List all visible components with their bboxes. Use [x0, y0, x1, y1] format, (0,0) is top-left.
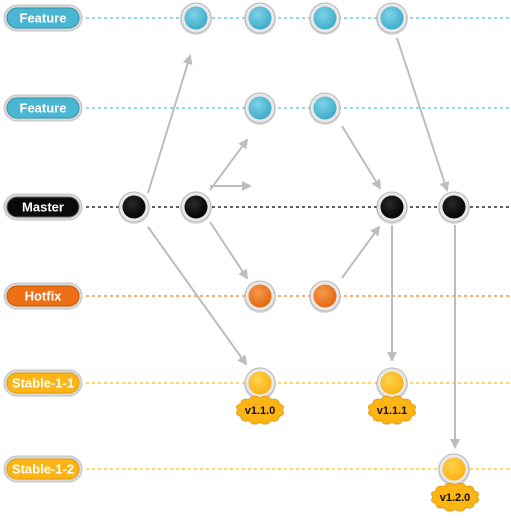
commit-master [438, 191, 470, 224]
merge-arrows [147, 37, 460, 449]
branch-labels: FeatureFeatureMasterHotfixStable-1-1Stab… [3, 4, 83, 483]
branch-label-text: Hotfix [25, 289, 63, 304]
release-tag-label: v1.1.0 [245, 405, 276, 417]
commit-stable-1-1 [376, 367, 408, 400]
merge-arrow [341, 125, 382, 190]
commit-hotfix [309, 280, 341, 313]
commit-feature-b [244, 92, 276, 125]
commit-stable-1-1 [244, 367, 276, 400]
commit-feature-a [244, 2, 276, 35]
branch-label-text: Stable-1-2 [12, 462, 74, 477]
branch-label-master: Master [3, 193, 83, 221]
release-tag-label: v1.2.0 [440, 492, 471, 504]
branch-label-feature-b: Feature [3, 94, 83, 122]
release-tags: v1.1.0 v1.1.1 v1.2.0 [235, 395, 480, 513]
commit-master [118, 191, 150, 224]
merge-arrow [147, 226, 248, 366]
release-tag: v1.2.0 [430, 482, 480, 513]
release-tag: v1.1.1 [367, 395, 417, 426]
branch-label-text: Feature [20, 11, 67, 26]
branch-label-feature-a: Feature [3, 4, 83, 32]
branch-label-hotfix: Hotfix [3, 282, 83, 310]
lane-lines [86, 17, 511, 470]
release-tag: v1.1.0 [235, 395, 285, 426]
commit-feature-a [376, 2, 408, 35]
branch-label-text: Feature [20, 101, 67, 116]
commit-stable-1-2 [438, 453, 470, 486]
commit-feature-a [180, 2, 212, 35]
branch-label-stable-1-2: Stable-1-2 [3, 455, 83, 483]
branch-label-text: Stable-1-1 [12, 376, 74, 391]
release-tag-label: v1.1.1 [377, 405, 408, 417]
commits [118, 2, 470, 486]
branch-label-stable-1-1: Stable-1-1 [3, 369, 83, 397]
branch-label-text: Master [22, 200, 64, 215]
merge-arrow [209, 221, 249, 280]
commit-master [376, 191, 408, 224]
commit-master [180, 191, 212, 224]
merge-arrow [209, 138, 249, 191]
commit-hotfix [244, 280, 276, 313]
merge-arrow [147, 54, 193, 194]
merge-arrow [341, 225, 381, 279]
commit-feature-b [309, 92, 341, 125]
merge-arrow [396, 37, 450, 192]
commit-feature-a [309, 2, 341, 35]
